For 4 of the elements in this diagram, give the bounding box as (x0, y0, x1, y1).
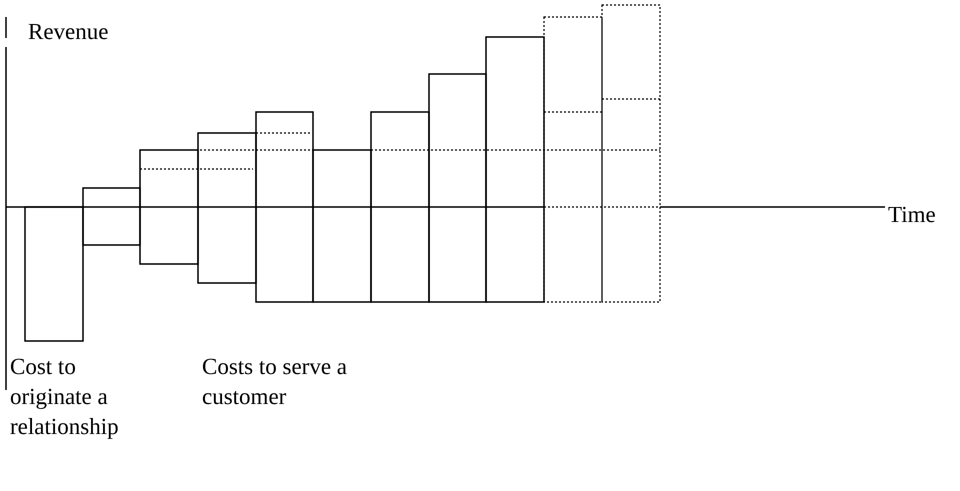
axis-label: Revenue (28, 18, 110, 46)
annotation-text: Costs to serve a customer (202, 353, 348, 411)
axis-label: Time (888, 201, 937, 229)
annotation-text: Cost to originate a relationship (10, 353, 120, 441)
